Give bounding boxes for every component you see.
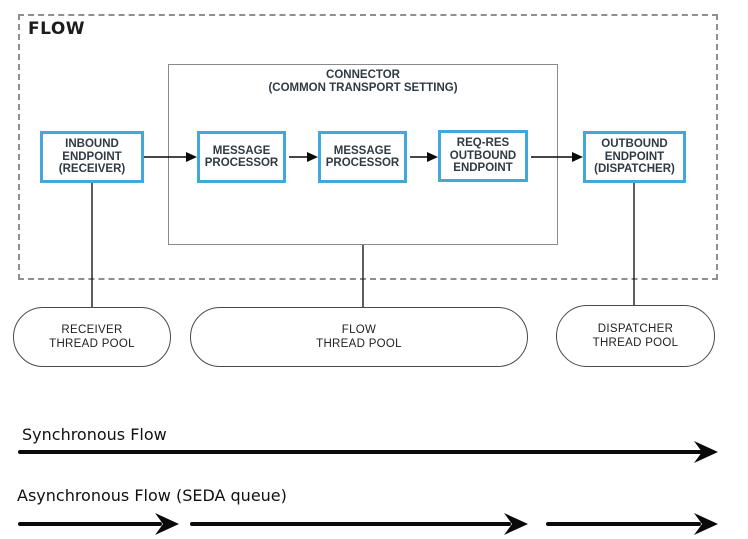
arrow-mp1-to-mp2	[289, 152, 318, 162]
dispatcher-thread-pool: DISPATCHER THREAD POOL	[556, 305, 715, 367]
synchronous-flow-label: Synchronous Flow	[22, 425, 167, 444]
flow-container	[18, 14, 718, 280]
node-req-res-outbound-endpoint: REQ-RES OUTBOUND ENDPOINT	[438, 130, 528, 182]
synchronous-flow-arrow	[18, 441, 718, 463]
asynchronous-flow-arrow-segment-3	[546, 513, 718, 535]
arrow-mp2-to-reqres	[410, 152, 438, 162]
asynchronous-flow-arrow-segment-1	[18, 513, 179, 535]
flow-container-label: FLOW	[28, 19, 86, 39]
node-message-processor-2: MESSAGE PROCESSOR	[318, 131, 407, 183]
flow-thread-pool: FLOW THREAD POOL	[190, 307, 528, 367]
arrow-inbound-to-mp1	[144, 152, 197, 162]
node-inbound-endpoint: INBOUND ENDPOINT (RECEIVER)	[40, 131, 144, 183]
asynchronous-flow-arrow-segment-2	[190, 513, 528, 535]
node-message-processor-1: MESSAGE PROCESSOR	[197, 131, 286, 183]
arrow-reqres-to-outbound	[531, 152, 583, 162]
asynchronous-flow-label: Asynchronous Flow (SEDA queue)	[17, 486, 287, 505]
receiver-thread-pool: RECEIVER THREAD POOL	[13, 307, 171, 367]
node-outbound-endpoint: OUTBOUND ENDPOINT (DISPATCHER)	[583, 131, 686, 183]
connector-container	[168, 64, 558, 245]
connector-title: CONNECTOR (COMMON TRANSPORT SETTING)	[268, 69, 458, 94]
